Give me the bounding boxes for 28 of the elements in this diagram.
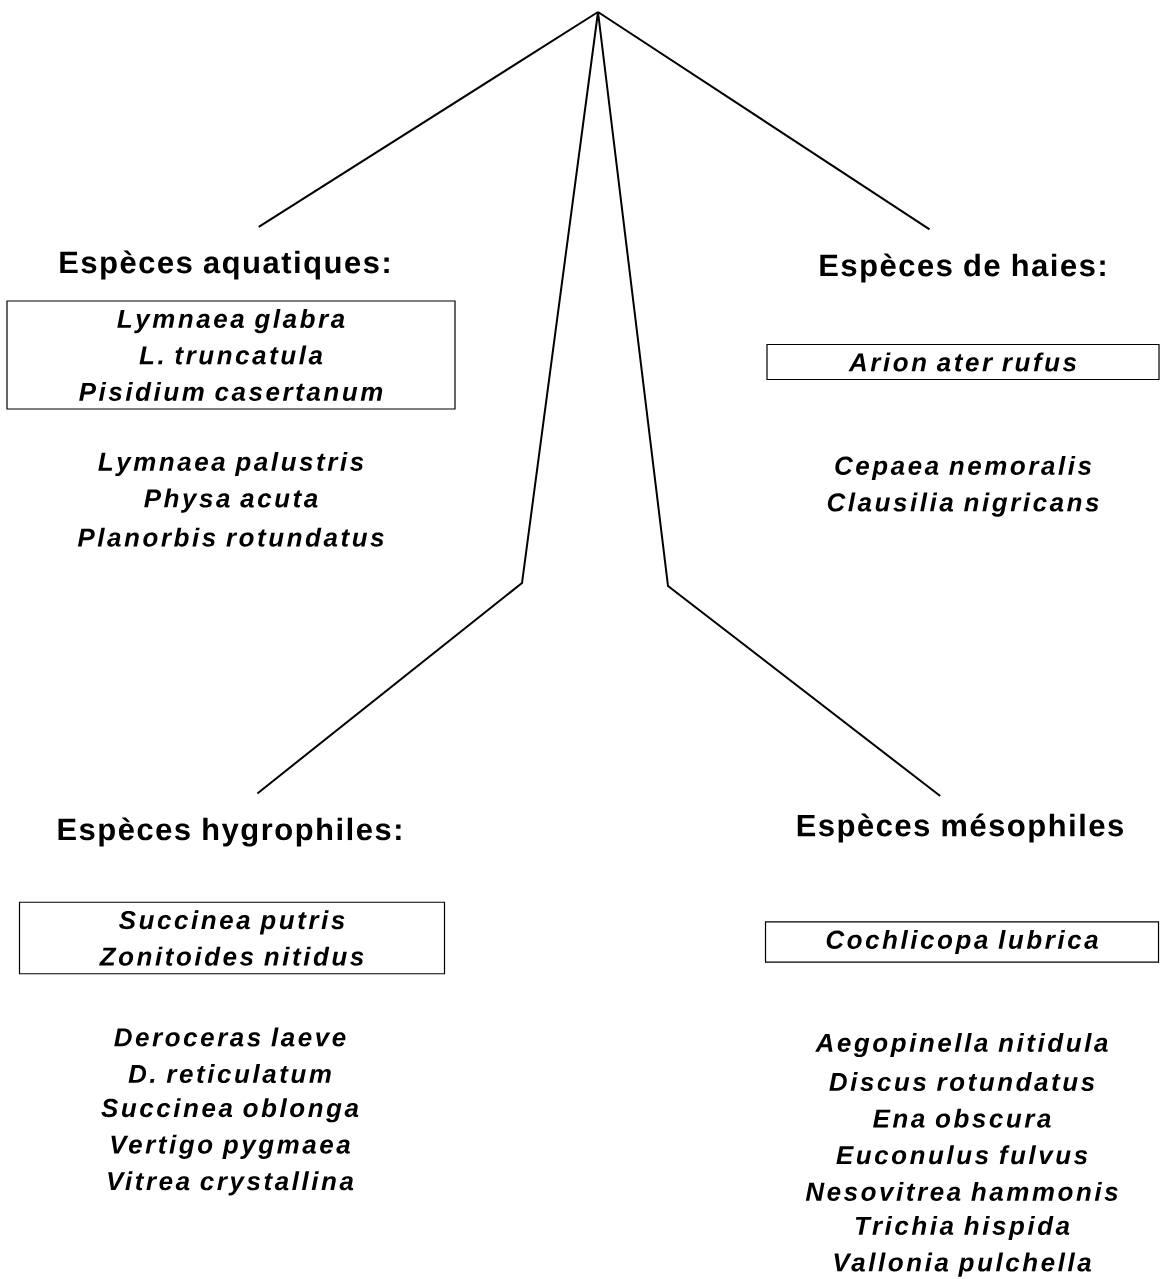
species-name: Succinea oblonga [101,1098,359,1123]
species-name: Nesovitrea hammonis [805,1181,1118,1201]
species-name: Clausilia nigricans [827,492,1099,517]
species-box: Cochlicopa lubrica [764,921,1160,963]
species-name: Vitrea crystallina [108,1171,354,1196]
species-name: Trichia hispida [855,1215,1070,1241]
species-name: Discus rotundatus [829,1072,1095,1092]
connector-line [597,11,931,231]
species-name: Cepaea nemoralis [835,455,1092,481]
species-name: Aegopinella nitidula [815,1032,1108,1058]
species-box: Lymnaea glabra L. truncatula Pisidium casertanum [6,300,456,410]
species-name: Planorbis rotundatus [77,527,384,547]
species-name: Deroceras laeve [114,1027,346,1047]
connector-line [597,11,942,797]
group-heading: Espèces aquatiques: [60,250,389,280]
species-name: Vallonia pulchella [834,1252,1091,1277]
species-name: Euconulus fulvus [836,1145,1088,1165]
connector-line [257,11,599,228]
group-heading: Espèces hygrophiles: [58,817,401,847]
species-name: D. reticulatum [128,1064,331,1084]
species-name: Vertigo pygmaea [111,1134,350,1159]
species-box: Succinea putris Zonitoides nitidus [18,901,446,975]
group-heading: Espèces de haies: [820,253,1105,283]
species-name: Lymnaea palustris [98,451,364,477]
species-name: Ena obscura [873,1108,1051,1128]
group-heading: Espèces mésophiles [797,813,1123,843]
species-box: Arion ater rufus [766,343,1160,381]
species-name: Physa acuta [144,488,318,513]
